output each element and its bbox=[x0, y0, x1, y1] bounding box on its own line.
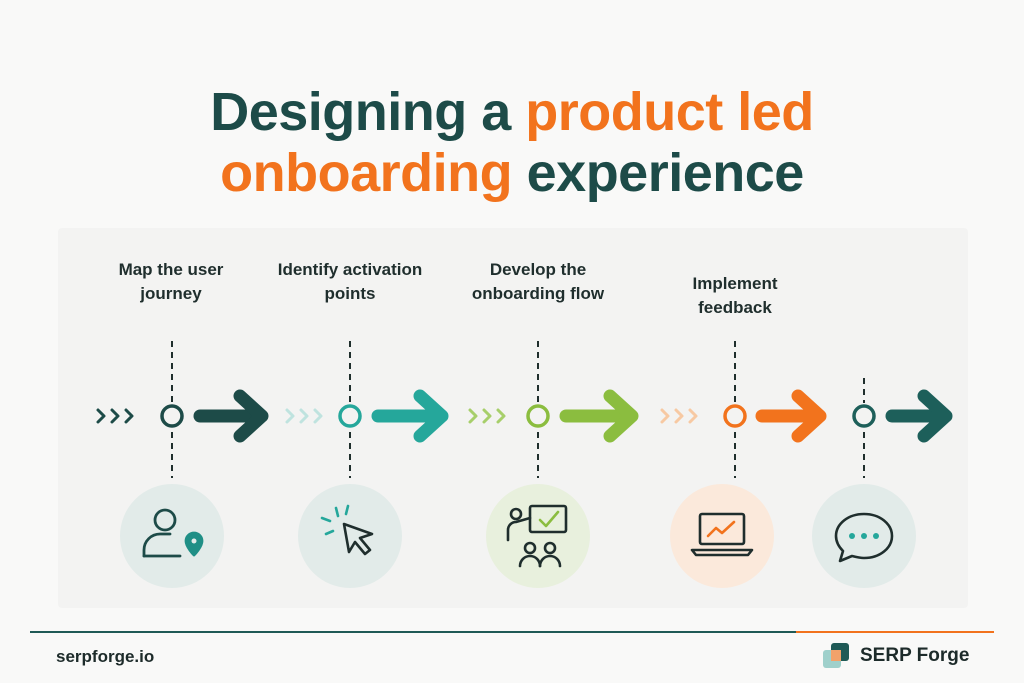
arrow-5 bbox=[885, 389, 953, 443]
step-1-node bbox=[160, 404, 184, 428]
cursor-click-icon bbox=[320, 504, 374, 556]
step-1 bbox=[96, 341, 269, 588]
step-4-label: Implement feedback bbox=[692, 274, 778, 317]
step-2-label: Identify activation points bbox=[277, 260, 423, 303]
title-part-1: Designing a bbox=[210, 82, 526, 142]
laptop-chart-icon bbox=[690, 512, 754, 557]
step-2-icon-bg bbox=[298, 484, 402, 588]
footer-divider-teal bbox=[30, 631, 796, 633]
step-3-icon-bg bbox=[486, 484, 590, 588]
step-2 bbox=[285, 341, 449, 588]
arrow-2 bbox=[371, 389, 449, 443]
user-location-icon bbox=[142, 508, 204, 558]
chevrons-3 bbox=[468, 408, 506, 424]
step-5 bbox=[812, 378, 953, 588]
serp-forge-logo-icon bbox=[823, 643, 849, 668]
chevrons-2 bbox=[285, 408, 323, 424]
step-2-node bbox=[338, 404, 362, 428]
title-highlight-2: onboarding bbox=[220, 143, 513, 203]
title-part-4: experience bbox=[512, 143, 805, 203]
presentation-team-icon bbox=[506, 504, 568, 568]
arrow-3 bbox=[559, 389, 639, 443]
step-1-icon-bg bbox=[120, 484, 224, 588]
arrow-4 bbox=[755, 389, 827, 443]
title-line-2: onboarding experience bbox=[0, 143, 1024, 204]
chevrons-1 bbox=[96, 408, 134, 424]
step-5-node bbox=[852, 404, 876, 428]
arrow-1 bbox=[193, 389, 269, 443]
chat-bubble-icon bbox=[834, 512, 894, 563]
step-4-icon-bg bbox=[670, 484, 774, 588]
step-4-node bbox=[723, 404, 747, 428]
brand-logo: SERP Forge bbox=[822, 641, 969, 671]
step-3-node bbox=[526, 404, 550, 428]
title-line-1: Designing a product led bbox=[0, 82, 1024, 143]
step-1-label: Map the user journey bbox=[118, 260, 224, 303]
chevrons-4 bbox=[660, 408, 698, 424]
brand-name: SERP Forge bbox=[860, 645, 970, 666]
step-4 bbox=[660, 341, 827, 588]
footer-divider-orange bbox=[796, 631, 994, 633]
step-3 bbox=[468, 341, 639, 588]
step-3-label: Develop the onboarding flow bbox=[471, 260, 605, 303]
page-title: Designing a product led onboarding exper… bbox=[0, 82, 1024, 204]
site-url[interactable]: serpforge.io bbox=[56, 647, 155, 666]
title-highlight-1: product led bbox=[525, 82, 814, 142]
